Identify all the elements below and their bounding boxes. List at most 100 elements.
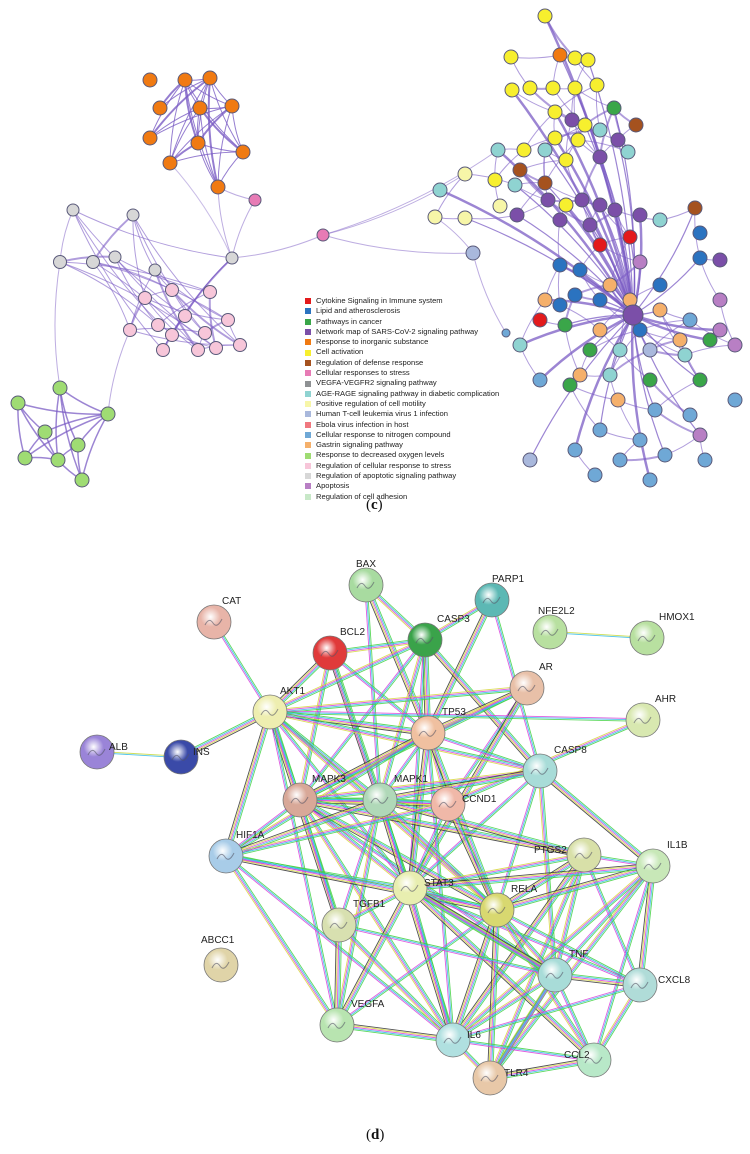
ppi-edge [452,1038,595,1062]
legend-label: Apoptosis [316,481,350,491]
protein-node-rela: RELA [479,884,537,928]
protein-node-mapk1: MAPK1 [362,774,428,818]
network-edge [129,327,206,334]
network-edge [55,387,61,461]
legend-swatch [305,401,311,408]
legend-label: Cytokine Signaling in Immune system [316,296,443,305]
ppi-edge [407,885,597,1063]
legend-swatch [305,462,311,469]
legend-swatch [305,329,311,336]
network-node [592,197,608,213]
network-node [567,442,583,458]
protein-node-abcc1: ABCC1 [201,935,239,983]
network-node [607,202,623,218]
network-edge [209,77,244,153]
ppi-edge [451,972,557,1043]
ppi-edge [223,711,273,857]
network-edge [169,105,233,164]
network-node [17,450,33,466]
ppi-edge [592,865,655,1061]
network-node [572,367,588,383]
protein-label: CASP3 [437,614,470,625]
network-node [74,472,90,488]
network-node [562,377,578,393]
network-node [647,402,663,418]
protein-label: TP53 [442,707,466,718]
protein-node-ahr: AHR [625,694,676,738]
network-node [592,292,608,308]
network-edge [92,261,229,321]
ppi-edge [538,768,655,869]
legend-label: Response to inorganic substance [316,337,429,347]
network-edge [217,105,233,188]
network-edge [543,149,549,201]
network-node [152,100,168,116]
protein-node-hmox1: HMOX1 [629,612,695,656]
network-node [682,407,698,423]
network-node [53,255,67,269]
legend-label: Lipid and atherosclerosis [316,306,401,316]
network-edge [632,207,696,316]
legend-label: Regulation of cell adhesion [316,491,408,501]
protein-node-casp8: CASP8 [522,745,587,789]
protein-label: MAPK3 [312,774,346,785]
ppi-edge [408,885,557,978]
legend-swatch [305,452,311,459]
legend-swatch [305,432,311,438]
network-node [532,372,548,388]
network-node [622,229,638,245]
protein-node-cat: CAT [196,596,241,640]
legend-item: Regulation of apoptotic signaling pathwa… [305,471,499,481]
network-node [504,82,520,98]
network-node [602,277,618,293]
network-node [192,100,208,116]
network-edge [149,105,233,139]
protein-node-akt1: AKT1 [252,686,305,730]
network-edge [59,387,109,415]
network-node [503,49,519,65]
network-node [177,72,193,88]
ppi-edge [445,802,500,912]
legend-item: VEGFA-VEGFR2 signaling pathway [305,378,499,388]
protein-label: MAPK1 [394,774,428,785]
legend-swatch [305,308,311,315]
network-node [712,292,728,308]
network-edge [59,387,83,481]
ppi-edge [338,923,556,977]
network-node [465,245,481,261]
network-node [552,47,568,63]
protein-label: BCL2 [340,627,365,638]
network-node [727,337,743,353]
network-node [580,52,596,68]
network-node [10,395,26,411]
network-edge [169,162,233,259]
legend-item: Cellular responses to stress [305,368,499,378]
network-edge [464,217,634,316]
network-edge [564,324,581,376]
network-node [628,117,644,133]
network-node [148,263,162,277]
ppi-edge [487,973,558,1080]
protein-label: TLR4 [504,1068,529,1079]
protein-label: VEGFA [351,999,385,1010]
legend-label: Response to decreased oxygen levels [316,450,445,460]
protein-label: AR [539,662,553,673]
network-edge [207,77,219,188]
network-node [487,172,503,188]
network-node [657,447,673,463]
legend-item: Human T-cell leukemia virus 1 infection [305,409,499,419]
network-edge [322,149,499,236]
network-node [558,152,574,168]
network-node [457,210,473,226]
ppi-edge [269,709,541,774]
network-node [86,255,100,269]
network-node [677,347,693,363]
network-edge [169,77,211,164]
network-node [203,285,217,299]
network-edge [59,209,74,263]
network-node [492,198,508,214]
network-node [712,322,728,338]
legend-label: Gastrin signaling pathway [316,440,403,450]
network-node [210,179,226,195]
legend-item: Regulation of cellular response to stres… [305,461,499,471]
